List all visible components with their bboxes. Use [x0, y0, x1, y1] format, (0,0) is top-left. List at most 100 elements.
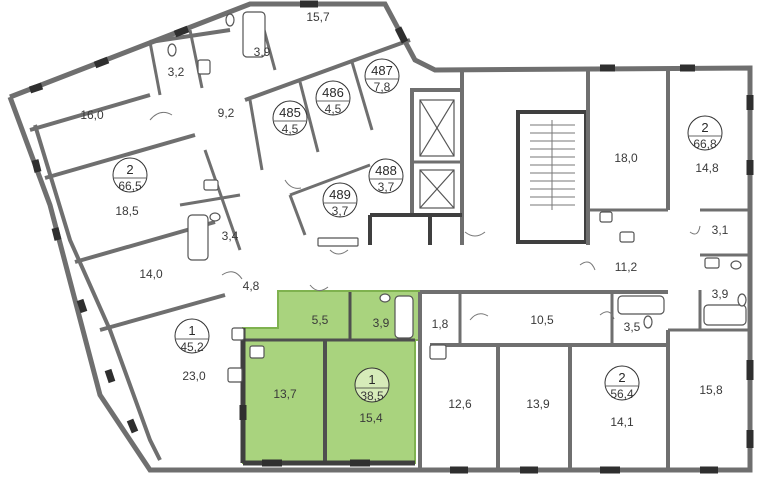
sink-icon [599, 211, 613, 223]
storage-number: 487 [371, 63, 393, 78]
elevators [419, 99, 455, 209]
apartment-badge-1-45-2[interactable]: 1 45,2 [174, 318, 210, 354]
storage-area: 3,7 [378, 180, 395, 194]
inner-wall-west [33, 124, 162, 461]
storage-area: 4,5 [282, 122, 299, 136]
wall-f [148, 41, 162, 96]
bathtub-icon [703, 304, 747, 326]
room-area-label: 23,0 [182, 369, 206, 383]
storage-area: 3,7 [332, 204, 349, 218]
room-area-label: 3,9 [373, 316, 390, 330]
storage-number: 489 [329, 187, 351, 202]
staircase-icon [530, 120, 575, 210]
apartment-rooms: 1 [188, 323, 195, 338]
room-area-label: 18,0 [614, 151, 638, 165]
wall-g [188, 29, 204, 89]
apartment-total-area: 38,5 [360, 389, 384, 403]
room-area-label: 14,8 [695, 161, 719, 175]
apartment-rooms: 2 [701, 120, 708, 135]
wall-j [248, 99, 264, 171]
apartment-total-area: 56,4 [610, 387, 634, 401]
selected-apartment-area[interactable] [242, 290, 421, 464]
room-area-label: 1,8 [432, 317, 449, 331]
room-area-label: 15,4 [359, 411, 383, 425]
room-area-label: 9,2 [218, 106, 235, 120]
room-area-label: 14,0 [139, 267, 163, 281]
storage-badge-487[interactable]: 487 7,8 [364, 58, 400, 94]
elevator-icon [419, 169, 455, 209]
bathtub-icon [394, 295, 414, 339]
toilet-icon [737, 293, 747, 307]
outer-wall [7, 1, 753, 473]
wall-i [244, 38, 411, 102]
room-area-label: 11,2 [615, 260, 638, 274]
wall-a [29, 93, 151, 132]
selected-apartment-badge[interactable]: 1 38,5 [354, 367, 390, 403]
room-area-label: 3,9 [712, 287, 729, 301]
toilet-icon [225, 13, 235, 27]
sink-icon [197, 59, 211, 75]
room-area-label: 5,5 [312, 313, 329, 327]
apartment-rooms: 1 [368, 372, 375, 387]
storage-number: 488 [375, 163, 397, 178]
room-area-label: 15,7 [306, 10, 330, 24]
bathtub-icon [187, 214, 209, 261]
room-area-label: 16,0 [80, 108, 104, 122]
toilet-icon [167, 43, 177, 57]
room-area-label: 3,9 [254, 45, 271, 59]
toilet-icon [209, 212, 221, 222]
apartment-total-area: 45,2 [180, 340, 204, 354]
wall-o [289, 163, 371, 197]
room-area-label: 13,7 [273, 387, 297, 401]
sink-icon [429, 344, 447, 360]
storage-badge-485[interactable]: 485 4,5 [272, 100, 308, 136]
toilet-icon [730, 260, 742, 270]
room-area-label: 18,5 [115, 204, 139, 218]
apartment-rooms: 2 [126, 162, 133, 177]
toilet-icon [643, 315, 653, 329]
toilet-icon [379, 293, 391, 303]
room-area-label: 4,8 [243, 279, 260, 293]
selected-apartment-fill[interactable] [242, 290, 421, 464]
room-area-label: 14,1 [610, 415, 634, 429]
wall-k [298, 81, 320, 153]
room-area-label: 12,6 [448, 397, 472, 411]
wall-n [179, 193, 241, 207]
elevator-icon [419, 99, 455, 157]
wall-p [288, 194, 307, 236]
apartment-badge-2-56-4[interactable]: 2 56,4 [604, 365, 640, 401]
apartment-rooms: 2 [618, 370, 625, 385]
room-area-label: 3,2 [168, 65, 185, 79]
storage-number: 486 [322, 85, 344, 100]
sink-icon [227, 367, 243, 383]
storage-badge-489[interactable]: 489 3,7 [322, 182, 358, 218]
wall-m [203, 149, 242, 251]
sink-icon [619, 231, 635, 243]
room-labels: 15,7 3,9 3,2 16,0 9,2 18,5 3,4 14,0 4,8 … [80, 10, 728, 429]
room-area-label: 13,9 [526, 397, 550, 411]
sink-icon [203, 179, 219, 191]
storage-badge-488[interactable]: 488 3,7 [368, 158, 404, 194]
wall-b [44, 133, 196, 180]
fixtures [167, 11, 747, 383]
room-area-label: 3,1 [712, 223, 729, 237]
bathtub-icon [242, 11, 266, 58]
sink-icon [249, 345, 265, 359]
room-area-label: 15,8 [699, 383, 723, 397]
storage-badge-486[interactable]: 486 4,5 [315, 80, 351, 116]
apartment-badge-2-66-5[interactable]: 2 66,5 [112, 157, 148, 193]
apartment-total-area: 66,5 [118, 179, 142, 193]
storage-number: 485 [279, 105, 301, 120]
storage-area: 4,5 [325, 102, 342, 116]
room-area-label: 10,5 [530, 313, 554, 327]
sink-icon [704, 257, 720, 269]
apartment-total-area: 66,8 [693, 137, 717, 151]
apartment-badge-2-66-8[interactable]: 2 66,8 [687, 115, 723, 151]
bathtub-icon [617, 295, 665, 315]
sink-icon [231, 327, 245, 341]
windows [28, 0, 754, 474]
storage-area: 7,8 [374, 80, 391, 94]
room-area-label: 3,4 [222, 229, 239, 243]
sink-icon [317, 237, 359, 247]
